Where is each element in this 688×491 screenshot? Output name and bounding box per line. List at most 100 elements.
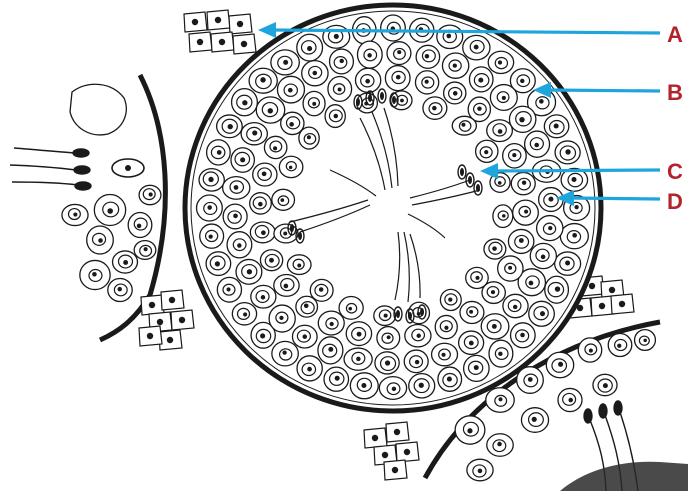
germ-cell: [560, 224, 588, 249]
germ-cell: [232, 303, 256, 325]
germ-cell: [231, 148, 254, 172]
germ-cell: [464, 355, 489, 381]
germ-cell: [272, 341, 298, 366]
sperm-head-core: [396, 310, 400, 318]
germ-cell: [318, 311, 344, 335]
germ-cell: [529, 301, 555, 326]
germ-cell: [476, 140, 498, 162]
germ-cell: [287, 255, 311, 275]
left-tubule-cell: [134, 241, 156, 260]
germ-cell: [435, 315, 457, 338]
germ-cell: [503, 144, 527, 168]
germ-cell: [484, 239, 506, 259]
germ-cell: [381, 15, 406, 41]
germ-cell: [459, 331, 484, 354]
germ-cell: [260, 250, 282, 271]
neighbour-tubule-cell: [521, 408, 548, 433]
germ-cell: [374, 306, 396, 325]
germ-cell: [269, 305, 295, 332]
germ-cell: [537, 216, 563, 241]
interstitial-cell: [141, 295, 164, 315]
germ-cell: [339, 297, 363, 320]
germ-cell: [493, 205, 513, 228]
sperm-head-core: [460, 168, 464, 176]
germ-cell: [469, 67, 493, 92]
germ-cell: [460, 301, 484, 323]
label-b: B: [667, 80, 683, 105]
interstitial-cell: [233, 34, 256, 54]
left-tubule-cells: [62, 185, 161, 301]
germ-cell: [379, 377, 406, 400]
germ-cell: [511, 172, 535, 194]
germ-cell: [555, 252, 581, 275]
germ-cell: [509, 106, 535, 132]
germ-cell: [452, 116, 476, 135]
germ-cell: [250, 193, 272, 214]
neighbour-tubule-cell: [608, 334, 632, 357]
germ-cell: [199, 169, 224, 192]
germ-cell: [250, 222, 275, 243]
germ-cell: [207, 140, 231, 165]
interstitial-cell: [611, 294, 634, 314]
sperm-head-core: [408, 312, 412, 320]
left-tubule-cell: [80, 260, 110, 289]
germ-cell: [217, 277, 241, 302]
left-tubule-cell: [108, 279, 132, 302]
germ-cell: [488, 51, 513, 73]
left-tubule-cell: [139, 185, 161, 204]
interstitial-cell: [211, 32, 234, 52]
germ-cell: [508, 229, 533, 253]
germ-cell: [346, 322, 371, 346]
germ-cell: [223, 204, 247, 229]
germ-cell: [513, 200, 539, 225]
germ-cell: [463, 35, 490, 59]
germ-cell: [481, 314, 509, 339]
germ-cell: [498, 256, 523, 281]
germ-cell: [249, 68, 277, 93]
germ-cell: [227, 232, 252, 258]
germ-cell: [377, 327, 400, 350]
sperm-head-core: [368, 94, 372, 102]
sperm-head-core: [298, 232, 302, 240]
germ-cell: [409, 374, 435, 398]
interstitial-cell: [189, 32, 212, 52]
germ-cell: [387, 42, 411, 65]
bottom-right-stippled-region: [560, 462, 688, 491]
germ-cell: [385, 66, 410, 91]
germ-cell: [438, 367, 462, 391]
left-tubule-cell: [62, 204, 88, 225]
germ-cell: [375, 352, 399, 374]
left-sertoli-nucleus: [112, 159, 144, 177]
interstitial-cell: [161, 290, 184, 310]
interstitial-cell: [364, 428, 387, 448]
interstitial-cell: [139, 326, 162, 346]
sperm-head-core: [420, 308, 424, 316]
label-c: C: [667, 159, 683, 184]
left-tubule-cell: [128, 213, 152, 238]
germ-cell: [303, 91, 325, 115]
interstitial-cell: [159, 330, 182, 350]
germ-cell: [330, 49, 354, 74]
interstitial-cell: [396, 442, 419, 462]
germ-cell: [253, 163, 277, 186]
interstitial-cell: [207, 10, 230, 30]
interstitial-cell: [384, 460, 407, 480]
germ-cell: [490, 85, 517, 111]
germ-cell: [297, 356, 322, 381]
germ-cell: [432, 343, 458, 366]
main-seminiferous-tubule: [185, 5, 601, 411]
germ-cell: [236, 259, 262, 284]
germ-cell: [200, 224, 224, 248]
germ-cell: [323, 25, 350, 48]
germ-cell: [271, 50, 299, 75]
germ-cell: [232, 89, 258, 116]
sperm-head-core: [468, 176, 472, 184]
germ-cell: [297, 34, 323, 61]
germ-cell: [487, 120, 513, 142]
germ-cell: [302, 61, 328, 86]
neighbour-tubule-cell: [486, 388, 515, 413]
neighbour-tubule-cell: [455, 416, 485, 444]
interstitial-cell: [386, 422, 409, 442]
left-dotted-cell-cluster: [70, 84, 126, 135]
germ-cell: [423, 97, 447, 119]
